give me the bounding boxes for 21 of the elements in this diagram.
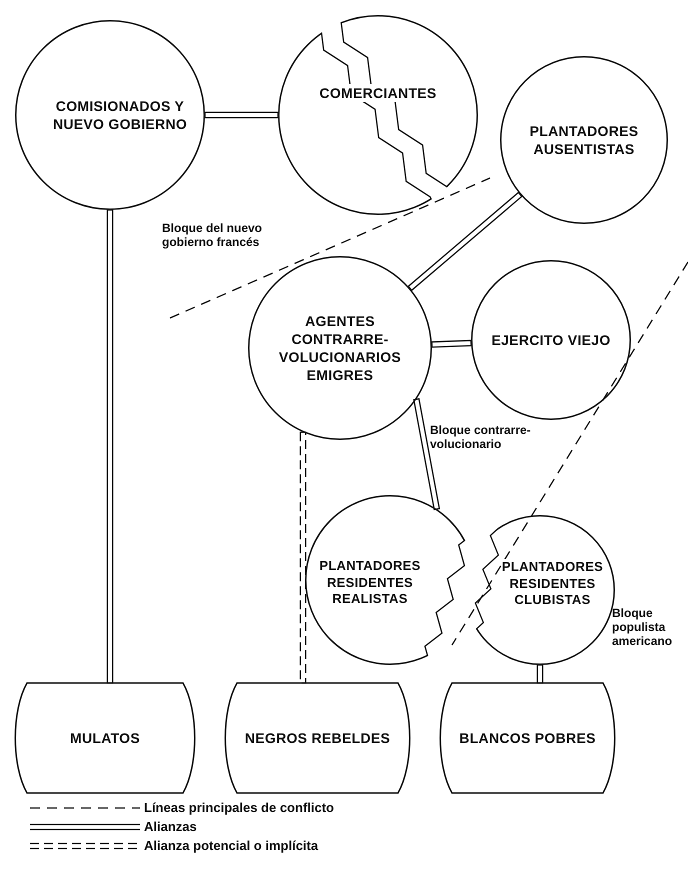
node-label: COMERCIANTES [319,84,437,102]
block-label: Bloque del nuevo gobierno francés [162,222,264,250]
legend-label: Alianza potencial o implícita [144,838,318,853]
node-label: PLANTADORES AUSENTISTAS [528,122,640,158]
potential-alliance-line [300,432,306,684]
alliance-line [413,398,440,510]
node-label: EJERCITO VIEJO [491,330,611,350]
node-label: MULATOS [68,728,142,748]
alliance-line [407,192,523,292]
block-label: Bloque contrarre- volucionario [430,424,532,452]
node-label: NEGROS REBELDES [244,728,392,748]
block-label: Bloque populista americano [612,607,674,648]
node-label: BLANCOS POBRES [458,728,597,748]
legend-label: Alianzas [144,819,197,834]
legend-label: Líneas principales de conflicto [144,800,334,815]
alliance-line [106,209,114,684]
alliance-line [431,340,472,348]
node-label: AGENTES CONTRARRE- VOLUCIONARIOS EMIGRES [278,312,402,384]
node-label: COMISIONADOS Y NUEVO GOBIERNO [52,96,188,134]
alliance-line [536,664,544,684]
alliance-line [204,112,279,118]
